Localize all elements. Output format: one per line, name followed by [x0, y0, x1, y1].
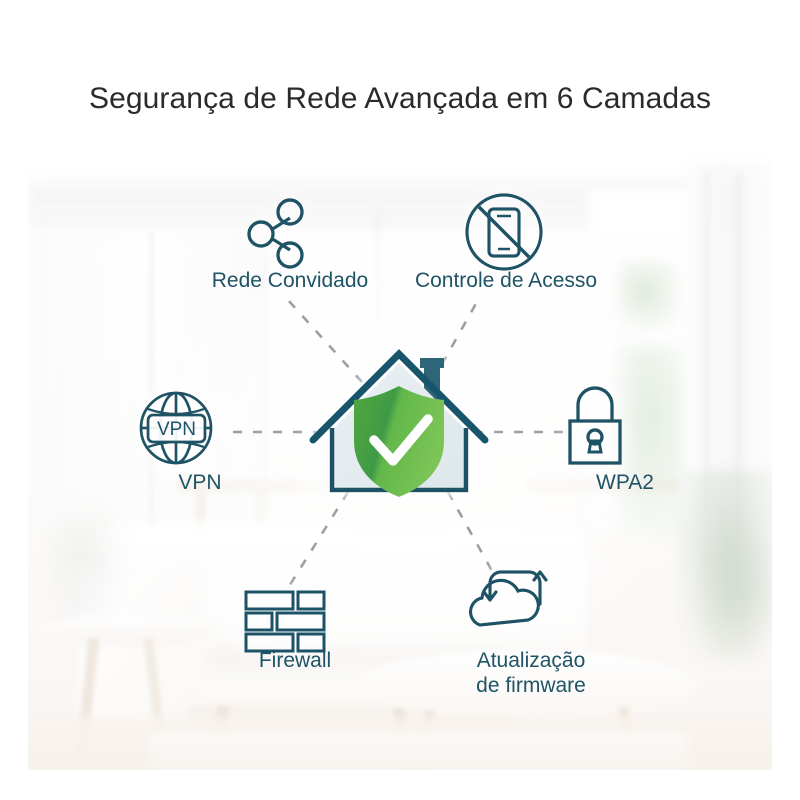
label-vpn[interactable]: VPN: [178, 471, 222, 494]
photo-wall-panel-left: [34, 230, 152, 530]
page-title: Segurança de Rede Avançada em 6 Camadas: [88, 82, 712, 115]
photo-potted-plant-right-inner: [700, 516, 772, 666]
photo-curtain-fold-a: [704, 170, 709, 570]
photo-rug: [148, 732, 688, 770]
label-wpa2[interactable]: WPA2: [596, 471, 654, 494]
label-guest-network[interactable]: Rede Convidado: [211, 269, 369, 292]
photo-curtain-fold-b: [736, 174, 742, 569]
photo-cabinet-shadow: [28, 216, 772, 232]
photo-center-glow: [148, 240, 668, 670]
label-firmware-update[interactable]: Atualização de firmware: [476, 649, 586, 697]
label-firewall[interactable]: Firewall: [258, 649, 332, 672]
background-photo: [28, 150, 772, 770]
label-access-control[interactable]: Controle de Acesso: [414, 269, 598, 292]
